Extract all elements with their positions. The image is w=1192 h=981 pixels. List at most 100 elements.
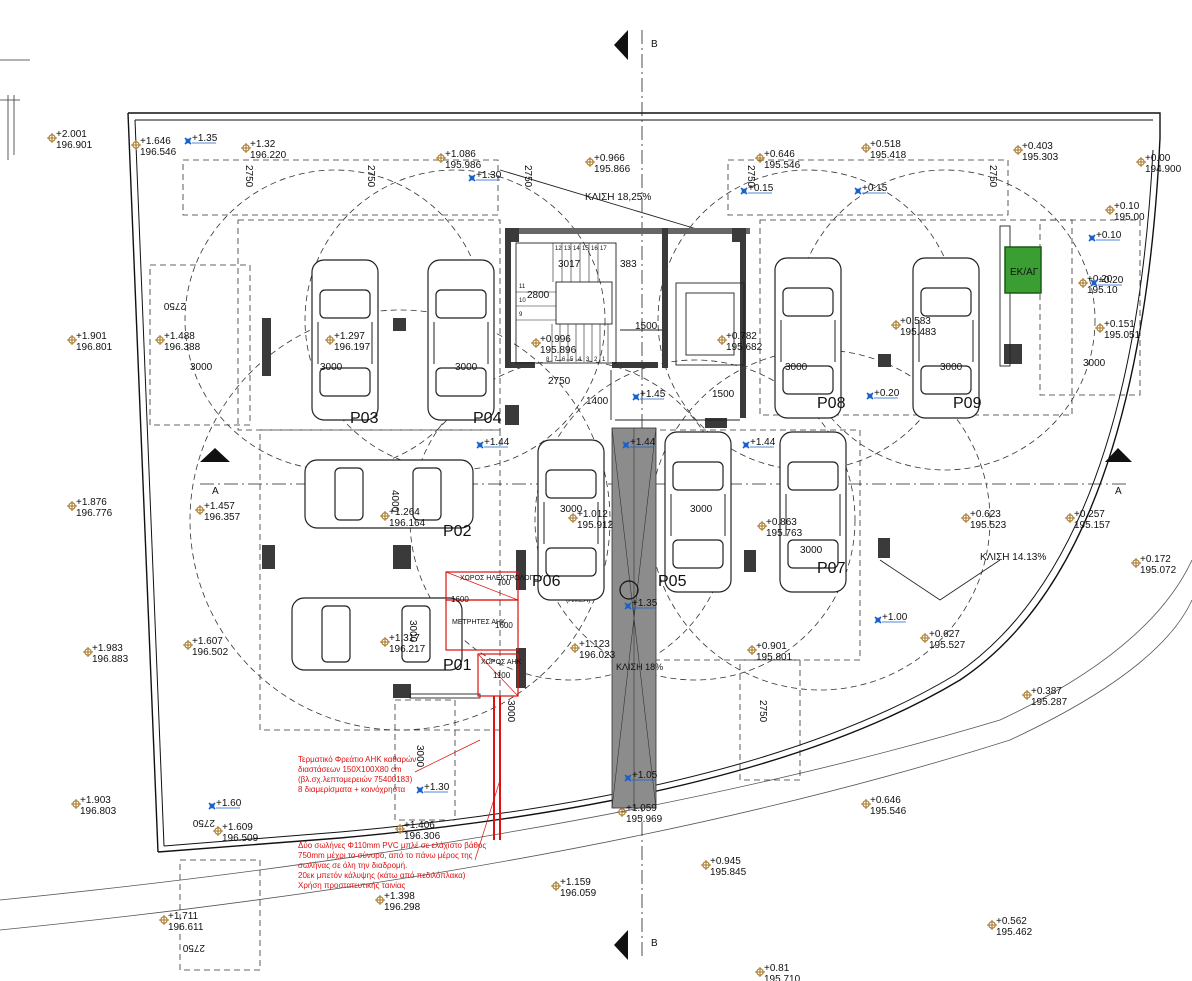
stair-number: 3 xyxy=(586,357,590,363)
design-level-value: +0.15 xyxy=(862,183,888,194)
slope-right: ΚΛΙΣΗ 14.13% xyxy=(980,552,1046,563)
spot-level-rel: +1.123 xyxy=(579,639,610,650)
design-level: +1.35 xyxy=(184,133,218,145)
dim-1500-lift: 1500 xyxy=(712,389,735,400)
note-pipes-line: Δύο σωλήνες Φ110mm PVC μπλέ σε ελάχιστο … xyxy=(298,841,486,850)
stair-number: 13 xyxy=(564,246,571,252)
design-level: +1.35 xyxy=(624,598,658,610)
spot-level-abs: 195.462 xyxy=(996,927,1033,938)
spot-level-abs: 195.682 xyxy=(726,342,763,353)
design-level-value: +1.35 xyxy=(192,133,218,144)
design-level: +1.00 xyxy=(874,612,908,624)
stair-number: 2 xyxy=(594,357,598,363)
spot-level-abs: 196.883 xyxy=(92,654,129,665)
design-level: +0.20 xyxy=(866,388,900,400)
design-level-value: +1.60 xyxy=(216,798,242,809)
stair-number: 16 xyxy=(591,246,598,252)
design-level: +1.30 xyxy=(468,170,502,182)
spot-level-rel: +1.983 xyxy=(92,643,123,654)
spot-level-rel: +1.012 xyxy=(577,509,608,520)
section-mark-a-right: A xyxy=(1115,486,1122,497)
spot-level-rel: +0.562 xyxy=(996,916,1027,927)
spot-level-rel: +1.646 xyxy=(140,136,171,147)
spot-level-rel: +1.903 xyxy=(80,795,111,806)
stair-number: 4 xyxy=(578,357,582,363)
design-level: +1.60 xyxy=(208,798,242,810)
design-level: +0.20 xyxy=(1090,275,1124,287)
stair-number: 1 xyxy=(602,357,606,363)
design-level-value: +1.44 xyxy=(630,437,656,448)
dimension-label: 4000 xyxy=(389,490,400,513)
spot-level-abs: 195.866 xyxy=(594,164,631,175)
spot-level-abs: 196.803 xyxy=(80,806,117,817)
stair-number: 11 xyxy=(519,284,526,290)
spot-level-abs: 195.845 xyxy=(710,867,747,878)
dimension-label: 3000 xyxy=(190,362,213,373)
spot-level-rel: +1.901 xyxy=(76,331,107,342)
spot-level-abs: 196.306 xyxy=(404,831,441,842)
spot-level-abs: 195.969 xyxy=(626,814,663,825)
design-level: +1.05 xyxy=(624,770,658,782)
car xyxy=(304,459,474,529)
car xyxy=(664,431,732,593)
cars xyxy=(291,257,980,671)
design-level-value: +1.05 xyxy=(632,770,658,781)
spot-level-rel: +1.317 xyxy=(389,633,420,644)
spot-level-abs: 196.357 xyxy=(204,512,241,523)
spot-level-abs: 196.546 xyxy=(140,147,177,158)
bay-label-p08: P08 xyxy=(817,395,846,412)
spot-level-rel: +0.646 xyxy=(764,149,795,160)
spot-level-abs: 196.509 xyxy=(222,833,259,844)
spot-level-abs: 195.986 xyxy=(445,160,482,171)
spot-level-rel: +0.151 xyxy=(1104,319,1135,330)
bay-label-p06: P06 xyxy=(532,573,561,590)
spot-level-rel: +0.996 xyxy=(540,334,571,345)
dimension-label: 3000 xyxy=(690,504,713,515)
design-level-value: +1.45 xyxy=(640,389,666,400)
spot-level-rel: +0.583 xyxy=(900,316,931,327)
stair-number: 9 xyxy=(519,312,523,318)
spot-level-abs: 196.801 xyxy=(76,342,113,353)
ekag-label: ΕΚ/ΑΓ xyxy=(1010,267,1039,278)
dimension-label: 2750 xyxy=(987,165,998,188)
spot-level-rel: +0.966 xyxy=(594,153,625,164)
dimension-label: 3000 xyxy=(414,745,425,768)
dim-2750-stair: 2750 xyxy=(548,376,571,387)
spot-level-abs: 196.164 xyxy=(389,518,426,529)
spot-level-rel: +2.001 xyxy=(56,129,87,140)
stair-number: 12 xyxy=(555,246,562,252)
spot-level-rel: +1.876 xyxy=(76,497,107,508)
spot-level-abs: 195.00 xyxy=(1114,212,1145,223)
dimension-label: 3000 xyxy=(785,362,808,373)
spot-level-abs: 195.157 xyxy=(1074,520,1111,531)
note-manhole-line: 8 διαμερίσματα + κοινόχρηστα xyxy=(298,785,406,794)
stair-number: 6 xyxy=(562,357,566,363)
spot-level-abs: 195.418 xyxy=(870,150,907,161)
design-level: +0.15 xyxy=(854,183,888,195)
design-level-value: +0.20 xyxy=(1098,275,1124,286)
spot-level-rel: +1.398 xyxy=(384,891,415,902)
car xyxy=(291,597,463,671)
